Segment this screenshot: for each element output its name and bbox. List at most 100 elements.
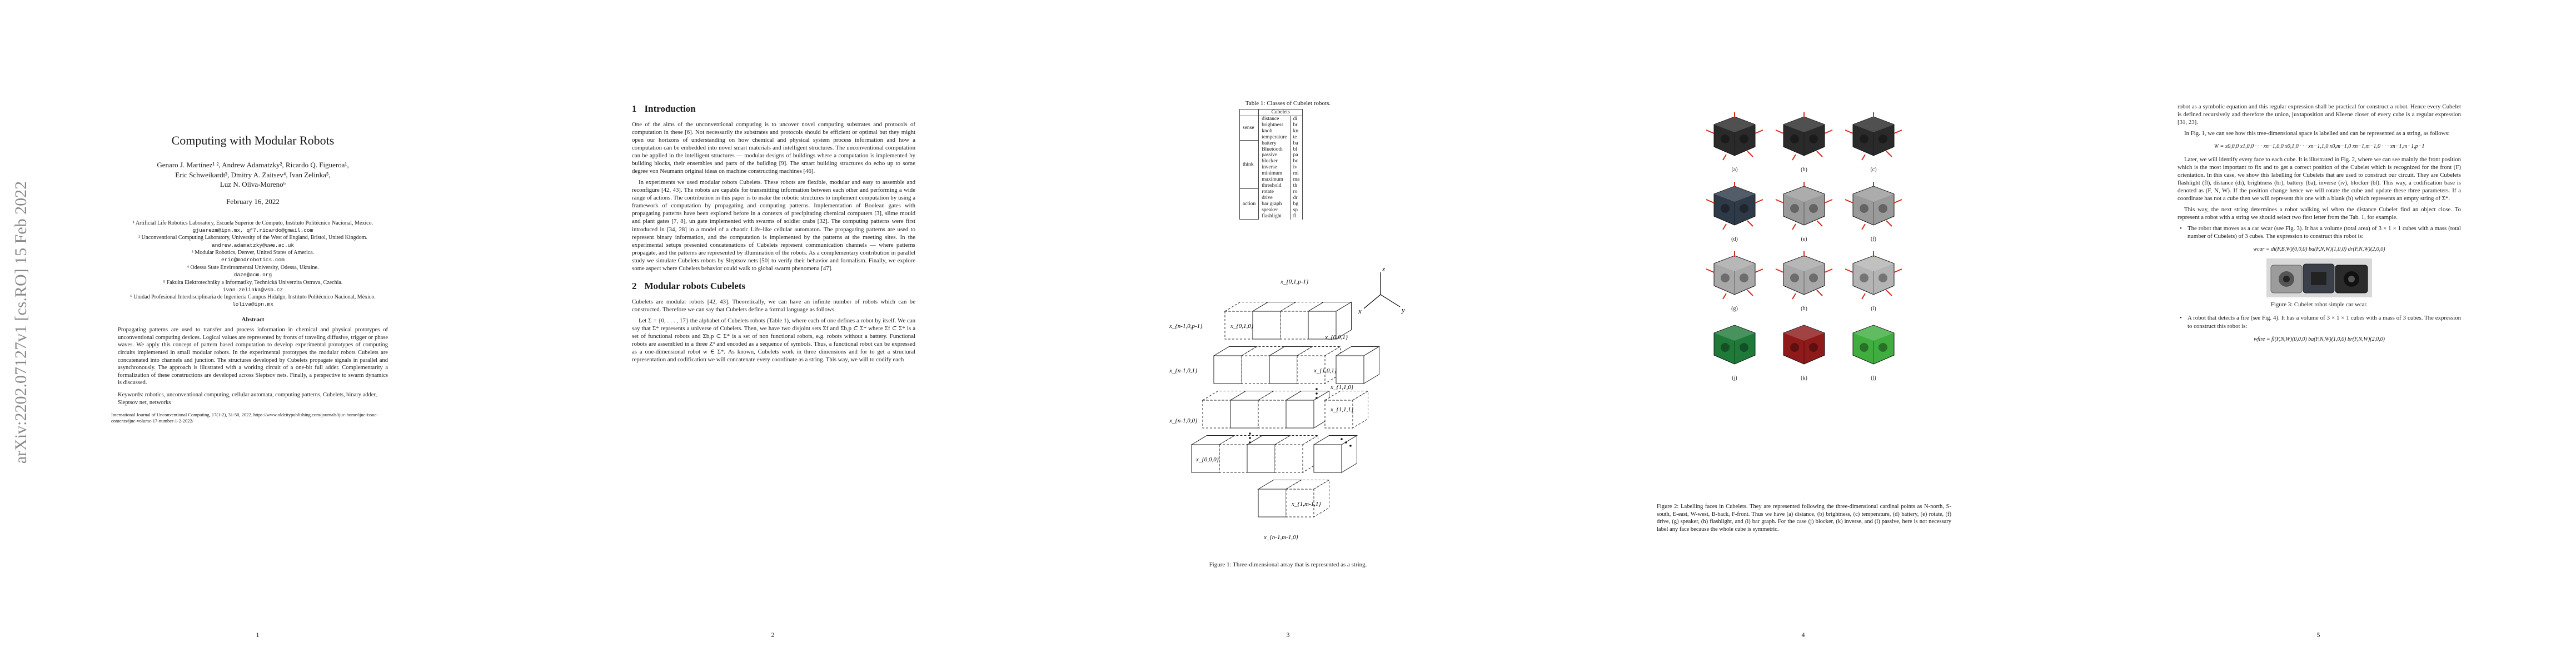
cell-label: x_{n-1,0,0} xyxy=(1169,417,1198,424)
paragraph: This way, the next string determines a r… xyxy=(2178,206,2461,221)
cell-label: x_{1,1,0} xyxy=(1330,384,1354,391)
subfigure-label: (g) xyxy=(1731,306,1738,312)
cubelet-code: mi xyxy=(1289,171,1303,177)
string-formula: W = x0,0,0 x1,0,0 · · · xn−1,0,0 x0,1,0 … xyxy=(2214,143,2425,150)
cubelet-name: speaker xyxy=(1258,207,1291,213)
array-cube xyxy=(1285,479,1331,517)
cubelet-name: battery xyxy=(1258,140,1291,147)
cubelet-image xyxy=(1775,112,1833,161)
body-text: robot as a symbolic equation and this re… xyxy=(2178,103,2461,349)
cubelet-name: bar graph xyxy=(1258,201,1291,207)
cubelet-name: blocker xyxy=(1258,158,1291,165)
affiliation: ⁴ Odessa State Environmental University,… xyxy=(187,264,319,278)
cubelet-name: flashlight xyxy=(1258,213,1291,220)
cubelet-image xyxy=(1775,182,1833,230)
cubelet-code: sp xyxy=(1289,207,1303,213)
author-list: Genaro J. Martínez¹ ², Andrew Adamatzky²… xyxy=(111,160,395,190)
affiliation-email: gjuarezm@ipn.mx, qf7.ricardo@gmail.com xyxy=(192,227,313,233)
cubelet-cell: (j) xyxy=(1704,320,1765,381)
affiliation: ² Unconventional Computing Laboratory, U… xyxy=(138,235,367,248)
array-cube xyxy=(1274,435,1319,473)
cubelet-cell: (f) xyxy=(1843,181,1904,242)
paragraph: Later, we will identify every face to ea… xyxy=(2178,156,2461,202)
cubelet-image xyxy=(1845,251,1902,300)
cubelet-cell: (l) xyxy=(1843,320,1904,381)
cubelet-cell: (k) xyxy=(1773,320,1835,381)
cubelet-name: knob xyxy=(1258,128,1291,135)
cubelet-cell: (e) xyxy=(1773,181,1835,242)
cell-label: x_{n-1,m-1,0} xyxy=(1263,534,1299,541)
cubelet-name: distance xyxy=(1258,116,1291,122)
figure-caption: Figure 1: Three-dimensional array that i… xyxy=(1209,561,1367,568)
cubelet-cell: (d) xyxy=(1704,181,1765,242)
cubelet-name: minimum xyxy=(1258,171,1291,177)
title-block: Computing with Modular Robots Genaro J. … xyxy=(111,133,395,424)
cubelet-image xyxy=(1845,182,1902,230)
cubelet-name: inverse xyxy=(1258,165,1291,171)
page-number: 2 xyxy=(771,631,775,639)
figure-caption: Figure 2: Labelling faces in Cubelets. T… xyxy=(1657,504,1951,532)
paper-title: Computing with Modular Robots xyxy=(171,133,335,147)
affiliation-email: daze@acm.org xyxy=(233,271,272,278)
affiliation: ⁶ Unidad Profesional Interdisciplinaria … xyxy=(130,294,376,308)
affiliation-email: andrew.adamatzky@uwe.ac.uk xyxy=(211,242,295,248)
cubelet-code: bl xyxy=(1289,146,1303,153)
cell-label: x_{0,1,0} xyxy=(1230,323,1254,330)
cubelet-code: ma xyxy=(1289,177,1303,183)
ellipsis-dot xyxy=(1316,388,1318,390)
cubelet-code: pa xyxy=(1289,152,1303,159)
subfigure-label: (a) xyxy=(1731,167,1738,173)
page-3: Table 1: Classes of Cubelet robots. Cube… xyxy=(1030,0,1546,667)
paragraph: One of the aims of the unconventional co… xyxy=(632,121,915,175)
subfigure-label: (e) xyxy=(1801,236,1807,242)
cell-label: x_{1,0,1} xyxy=(1313,367,1337,374)
car-formula: wcar = di(F,B,W)(0,0,0) ba(F,N,W)(1,0,0)… xyxy=(2253,246,2385,253)
cubelet-image xyxy=(1783,325,1825,365)
journal-footnote: International Journal of Unconventional … xyxy=(111,412,378,424)
cubelet-grid: (a)(b)(c)(d)(e)(f)(g)(h)(i)(j)(k)(l) xyxy=(1704,111,1904,389)
abstract-heading: Abstract xyxy=(241,316,265,323)
paper-date: February 16, 2022 xyxy=(226,197,280,206)
cubelet-image xyxy=(1775,251,1833,300)
page-number: 4 xyxy=(1801,631,1805,639)
array-cube xyxy=(1313,435,1358,473)
affiliations: ¹ Artificial Life Robotics Laboratory, E… xyxy=(111,220,395,308)
cubelet-cell: (i) xyxy=(1843,250,1904,312)
paragraph: In experiments we used modular robots Cu… xyxy=(632,179,915,272)
axis-label: z xyxy=(1382,265,1385,273)
affiliation-email: ivan.zelinka@vsb.cz xyxy=(222,286,283,293)
cubelet-image xyxy=(1706,112,1763,161)
arxiv-stamp: arXiv:2202.07127v1 [cs.RO] 15 Feb 2022 xyxy=(12,181,30,464)
page-1: arXiv:2202.07127v1 [cs.RO] 15 Feb 2022 C… xyxy=(0,0,515,667)
cell-label: x_{n-1,0,p-1} xyxy=(1169,323,1203,330)
list-item: The robot that moves as a car wcar (see … xyxy=(2178,225,2461,240)
paragraph: In Fig. 1, we can see how this tree-dime… xyxy=(2184,130,2450,137)
array-cube xyxy=(1324,390,1369,429)
affiliation-email: eric@modrobotics.com xyxy=(221,257,285,263)
cubelet-name: brightness xyxy=(1258,122,1291,128)
cubelet-code: iv xyxy=(1289,165,1303,171)
group-label: think xyxy=(1239,140,1259,190)
subfigure-label: (k) xyxy=(1801,375,1807,381)
figure-caption: Figure 3: Cubelet robot simple car wcar. xyxy=(2270,301,2368,308)
axis-line xyxy=(1380,294,1401,307)
list-item: A robot that detects a fire (see Fig. 4)… xyxy=(2178,314,2461,330)
subfigure-label: (l) xyxy=(1871,375,1876,381)
cubelet-code: dr xyxy=(1289,195,1303,201)
cubelet-image xyxy=(1706,251,1763,300)
